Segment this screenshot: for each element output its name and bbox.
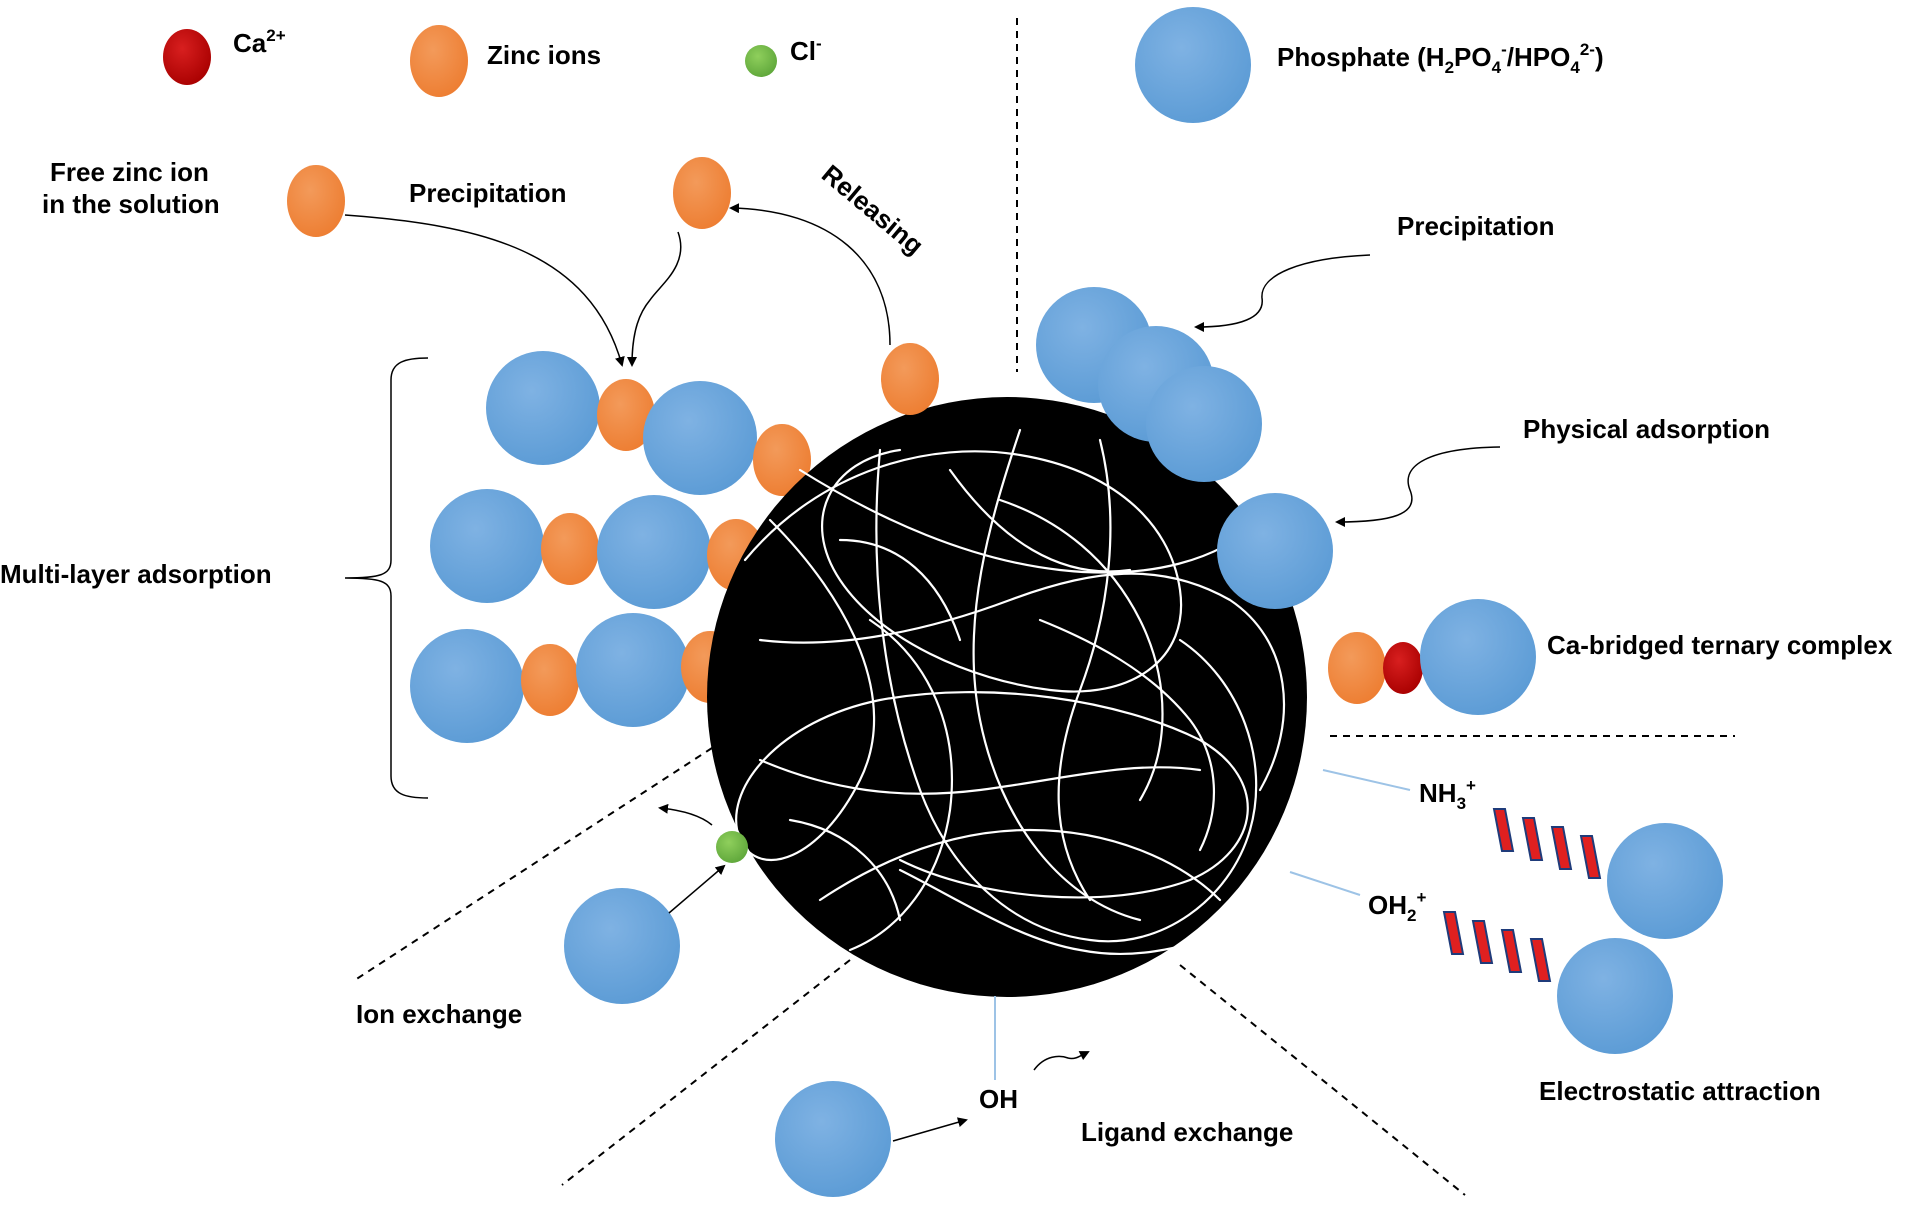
ligand-exchange-label: Ligand exchange [1081,1117,1293,1147]
phosphate-particle [597,495,711,609]
ca-bridged-label: Ca-bridged ternary complex [1547,630,1893,660]
chloride-particle [716,831,748,863]
divider-bottom-right [1179,964,1466,1196]
phosphate-particle [430,489,544,603]
ca-bridged-complex: Ca-bridged ternary complex [1328,599,1893,715]
electrostatic-group: NH3+ OH2+ Electrostatic attraction [1289,769,1821,1106]
oh2-bond-line [1289,871,1361,896]
phosphate-particle [1607,823,1723,939]
zinc-particle [521,644,579,716]
zinc-particle [541,513,599,585]
ligand-exchange-group: OH Ligand exchange [775,996,1293,1197]
phosphate-particle [775,1081,891,1197]
precipitation-right-label: Precipitation [1397,211,1554,241]
oh2-label: OH2+ [1368,888,1426,925]
precipitation-right-arrow [1194,254,1371,332]
divider-lower-left [354,747,713,981]
precipitation-arrow-from-released-zinc [627,231,682,367]
calcium-legend-label: Ca2+ [233,26,286,58]
zinc-particle [597,379,655,451]
electrostatic-label: Electrostatic attraction [1539,1076,1821,1106]
multi-layer-label: Multi-layer adsorption [0,559,272,589]
multi-layer-bracket: Multi-layer adsorption [0,357,429,799]
sector-dividers [354,18,1735,1196]
chloride-legend-icon [745,45,777,77]
phosphate-particle [564,888,680,1004]
phosphate-particle [486,351,600,465]
electrostatic-bars-lower [1442,911,1552,982]
ligand-exchange-arrow [892,1117,968,1142]
calcium-legend-icon [163,29,211,85]
physical-adsorption-label: Physical adsorption [1523,414,1770,444]
phosphate-particle [576,613,690,727]
phosphate-particle [1420,599,1536,715]
phosphate-particle [1146,366,1262,482]
precipitation-left-label: Precipitation [409,178,566,208]
oh-label: OH [979,1084,1018,1114]
surface-zinc-particle [881,343,939,415]
precipitation-arrow-from-free-zinc [344,214,625,367]
ion-exchange-group: Ion exchange [356,803,748,1029]
adsorbent-sphere-body [707,397,1307,997]
releasing-label: Releasing [816,159,929,261]
free-zinc-label-line1: Free zinc ion [50,157,209,187]
nh3-label: NH3+ [1419,776,1476,813]
free-zinc-particle [287,165,345,237]
released-zinc-particle [673,157,731,229]
right-adsorption-group: Precipitation Physical adsorption [1036,211,1770,609]
phosphate-particle [1557,938,1673,1054]
zinc-particle [753,424,811,496]
curly-brace [344,357,429,799]
chloride-legend-label: Cl- [790,34,822,66]
phosphate-legend-icon [1135,7,1251,123]
precipitation-releasing-group: Free zinc ion in the solution Precipitat… [42,157,939,415]
free-zinc-label-line2: in the solution [42,189,220,219]
electrostatic-bars-upper [1492,808,1602,879]
phosphate-particle [1217,493,1333,609]
physical-adsorption-arrow [1335,446,1501,527]
zinc-legend-label: Zinc ions [487,40,601,70]
fiber-network [735,428,1286,955]
ion-exchange-label: Ion exchange [356,999,522,1029]
chloride-release-arrow [658,803,713,826]
oh-release-arrow [1033,1051,1090,1071]
adsorbent-sphere [707,397,1307,997]
calcium-particle [1383,642,1423,694]
ion-exchange-arrow [668,864,726,914]
phosphate-legend-label: Phosphate (H2PO4-/HPO42-) [1277,40,1604,77]
zinc-particle [1328,632,1386,704]
phosphate-particle [643,381,757,495]
phosphate-particle [410,629,524,743]
legend: Ca2+ Zinc ions Cl- Phosphate (H2PO4-/HPO… [163,7,1604,123]
releasing-arrow [729,203,891,346]
nh3-bond-line [1322,769,1411,791]
zinc-legend-icon [410,25,468,97]
divider-bottom-left [561,959,851,1186]
